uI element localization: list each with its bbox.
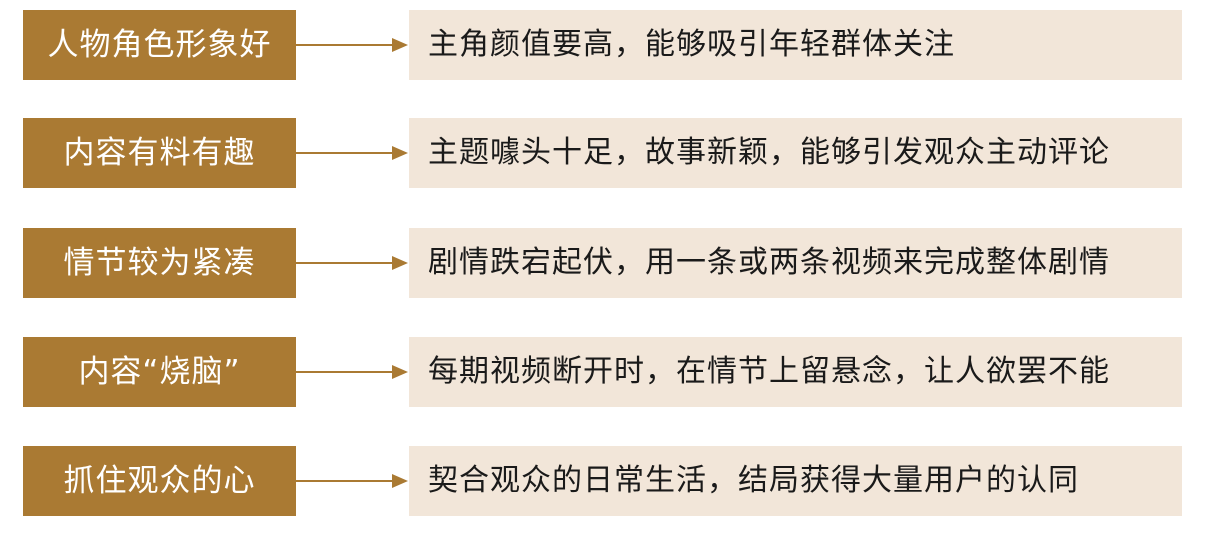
- arrow-right-icon: [296, 38, 408, 52]
- row-1: 人物角色形象好 主角颜值要高，能够吸引年轻群体关注: [0, 10, 1209, 80]
- desc-box-5: 契合观众的日常生活，结局获得大量用户的认同: [409, 446, 1182, 516]
- label-box-2: 内容有料有趣: [23, 118, 296, 188]
- row-2: 内容有料有趣 主题噱头十足，故事新颖，能够引发观众主动评论: [0, 118, 1209, 188]
- desc-box-3: 剧情跌宕起伏，用一条或两条视频来完成整体剧情: [409, 228, 1182, 298]
- row-5: 抓住观众的心 契合观众的日常生活，结局获得大量用户的认同: [0, 446, 1209, 516]
- row-3: 情节较为紧凑 剧情跌宕起伏，用一条或两条视频来完成整体剧情: [0, 228, 1209, 298]
- arrow-right-icon: [296, 146, 408, 160]
- arrow-right-icon: [296, 365, 408, 379]
- label-box-1: 人物角色形象好: [23, 10, 296, 80]
- row-4: 内容“烧脑” 每期视频断开时，在情节上留悬念，让人欲罢不能: [0, 337, 1209, 407]
- arrow-right-icon: [296, 474, 408, 488]
- desc-box-4: 每期视频断开时，在情节上留悬念，让人欲罢不能: [409, 337, 1182, 407]
- label-box-4: 内容“烧脑”: [23, 337, 296, 407]
- label-box-3: 情节较为紧凑: [23, 228, 296, 298]
- label-box-5: 抓住观众的心: [23, 446, 296, 516]
- desc-box-2: 主题噱头十足，故事新颖，能够引发观众主动评论: [409, 118, 1182, 188]
- arrow-right-icon: [296, 256, 408, 270]
- desc-box-1: 主角颜值要高，能够吸引年轻群体关注: [409, 10, 1182, 80]
